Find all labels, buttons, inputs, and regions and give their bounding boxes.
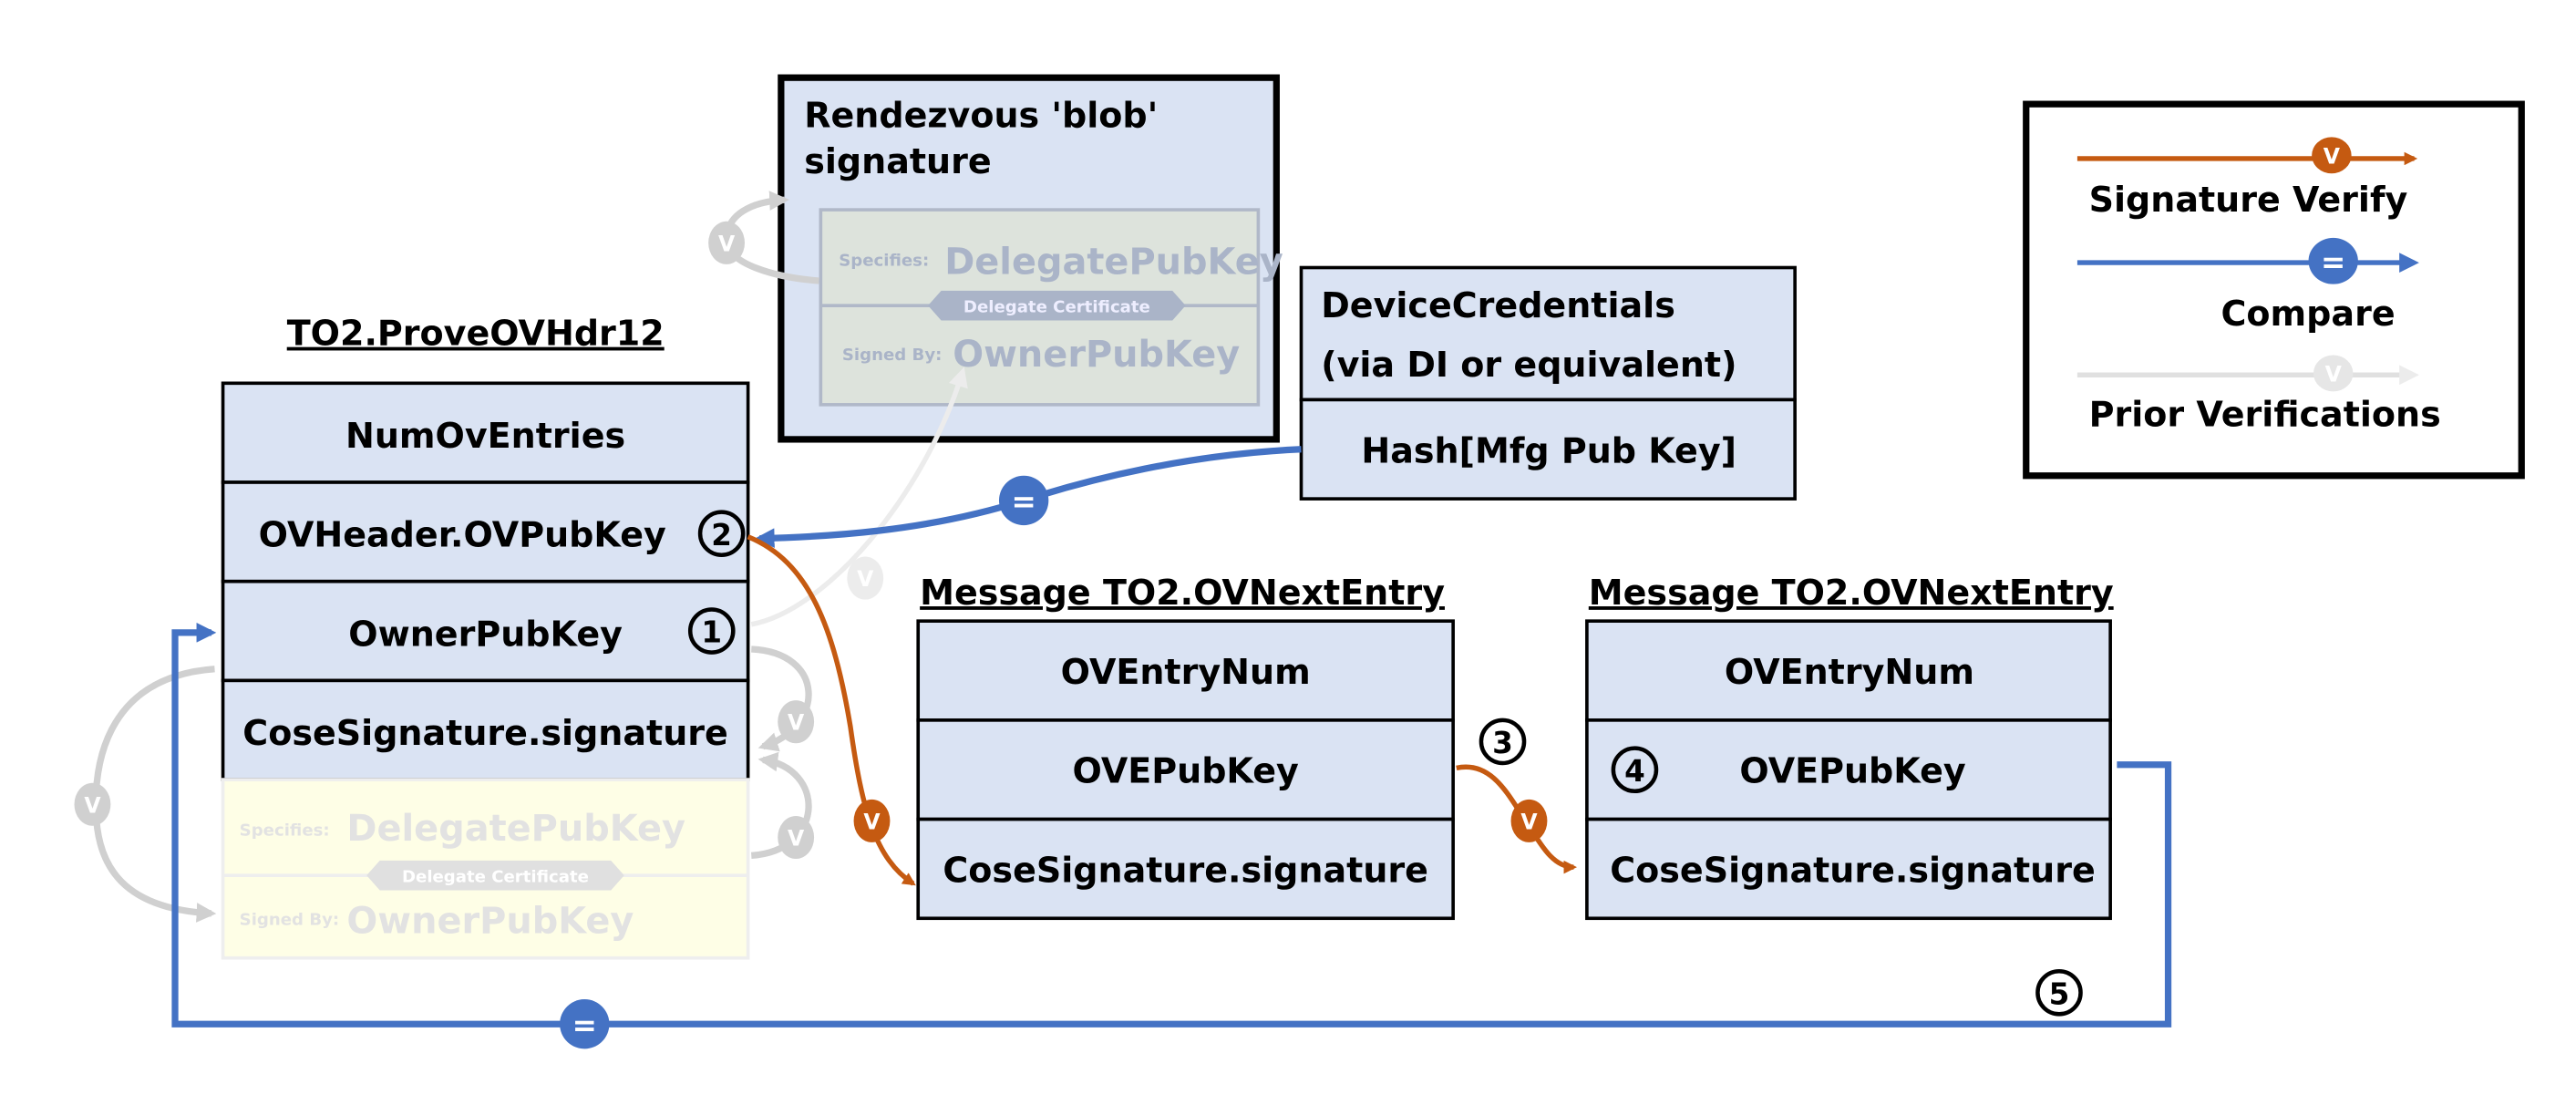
delegate-certificate-label: Delegate Certificate — [963, 297, 1150, 316]
next-entry-2-table: OVEntryNum OVEPubKey CoseSignature.signa… — [1585, 619, 2112, 921]
ghost-signed-by-label: Signed By: — [240, 911, 340, 930]
row-num-ov-entries: NumOvEntries — [345, 416, 625, 456]
svg-text:V: V — [788, 826, 805, 852]
signed-by-value: OwnerPubKey — [953, 334, 1240, 376]
rendezvous-blob-box: Rendezvous 'blob' signature Specifies: D… — [778, 74, 1283, 443]
ghost-specifies-label: Specifies: — [240, 821, 330, 841]
verify-badge-orange: V — [1510, 799, 1548, 842]
signed-by-label: Signed By: — [842, 346, 943, 365]
legend-compare-badge: = — [2308, 237, 2358, 284]
prove-ov-hdr-title: TO2.ProveOVHdr12 — [287, 314, 665, 354]
step-marker-2: 2 — [711, 518, 732, 552]
step-marker-4: 4 — [1624, 754, 1645, 789]
svg-text:V: V — [2325, 362, 2343, 387]
next-entry-2-title: Message TO2.OVNextEntry — [1589, 573, 2114, 613]
specifies-label: Specifies: — [839, 252, 929, 271]
svg-text:V: V — [84, 792, 101, 818]
ne1-ove-pubkey: OVEPubKey — [1073, 751, 1299, 791]
ne2-ov-entry-num: OVEntryNum — [1725, 652, 1974, 692]
row-ovheader-ovpubkey: OVHeader.OVPubKey — [259, 515, 666, 555]
row-owner-pubkey: OwnerPubKey — [348, 614, 623, 654]
prior-verification-badges: V V V V V — [74, 221, 884, 860]
row-cose-signature: CoseSignature.signature — [242, 713, 728, 753]
legend-verify-badge: V — [2312, 137, 2352, 174]
device-credentials-box: DeviceCredentials (via DI or equivalent)… — [1299, 265, 1797, 501]
svg-text:=: = — [1011, 485, 1036, 520]
svg-text:V: V — [863, 809, 881, 834]
compare-badge: = — [998, 475, 1049, 526]
legend: V Signature Verify = Compare V Prior Ver… — [2023, 100, 2525, 480]
specifies-value: DelegatePubKey — [944, 242, 1283, 284]
hash-mfg-pub-key: Hash[Mfg Pub Key] — [1361, 430, 1736, 470]
legend-prior-badge: V — [2313, 355, 2354, 392]
prove-ov-hdr-table: NumOvEntries OVHeader.OVPubKey OwnerPubK… — [221, 381, 750, 781]
ghost-delegate-certificate-label: Delegate Certificate — [402, 867, 589, 886]
ghost-signed-by-value: OwnerPubKey — [346, 901, 634, 943]
svg-text:=: = — [572, 1008, 597, 1043]
ne1-ov-entry-num: OVEntryNum — [1061, 652, 1311, 692]
svg-text:=: = — [2321, 245, 2345, 280]
verify-badge-gray: V — [708, 221, 746, 264]
svg-text:V: V — [857, 566, 874, 592]
rendezvous-delegate-certificate: Specifies: DelegatePubKey Delegate Certi… — [819, 208, 1283, 407]
verify-badge-gray: V — [778, 815, 815, 860]
device-credentials-title: DeviceCredentials — [1321, 285, 1675, 325]
verify-badge-gray: V — [847, 556, 884, 600]
rendezvous-title-line1: Rendezvous 'blob' — [804, 96, 1158, 136]
compare-arrow-owner-key — [171, 622, 2172, 1028]
svg-text:V: V — [2324, 143, 2341, 169]
step-marker-1: 1 — [701, 615, 722, 650]
compare-badge: = — [560, 999, 610, 1049]
ne2-cose-signature: CoseSignature.signature — [1610, 850, 2096, 890]
step-markers — [687, 510, 2083, 1017]
svg-text:V: V — [1520, 809, 1538, 834]
rendezvous-title-line2: signature — [804, 141, 991, 181]
ghost-delegate-certificate: Specifies: DelegatePubKey Delegate Certi… — [221, 778, 750, 960]
step-marker-3: 3 — [1492, 726, 1513, 760]
legend-prior-verifications: Prior Verifications — [2089, 394, 2441, 434]
next-entry-1-table: OVEntryNum OVEPubKey CoseSignature.signa… — [916, 619, 1455, 921]
ne2-ove-pubkey: OVEPubKey — [1739, 751, 1965, 791]
next-entry-1-title: Message TO2.OVNextEntry — [920, 573, 1445, 613]
device-credentials-subtitle: (via DI or equivalent) — [1321, 345, 1736, 385]
verify-badge-gray: V — [778, 700, 815, 744]
step-marker-5: 5 — [2049, 976, 2070, 1011]
verify-badge-gray: V — [74, 782, 111, 826]
svg-text:V: V — [788, 710, 805, 736]
legend-signature-verify: Signature Verify — [2089, 180, 2408, 220]
ne1-cose-signature: CoseSignature.signature — [943, 850, 1428, 890]
signature-verify-arrow-1 — [747, 534, 916, 886]
delegate-certificate-badge — [928, 290, 1186, 321]
svg-text:V: V — [718, 231, 736, 256]
ghost-specifies-value: DelegatePubKey — [346, 808, 685, 850]
verify-badge-orange: V — [853, 799, 891, 842]
legend-compare: Compare — [2221, 294, 2396, 334]
